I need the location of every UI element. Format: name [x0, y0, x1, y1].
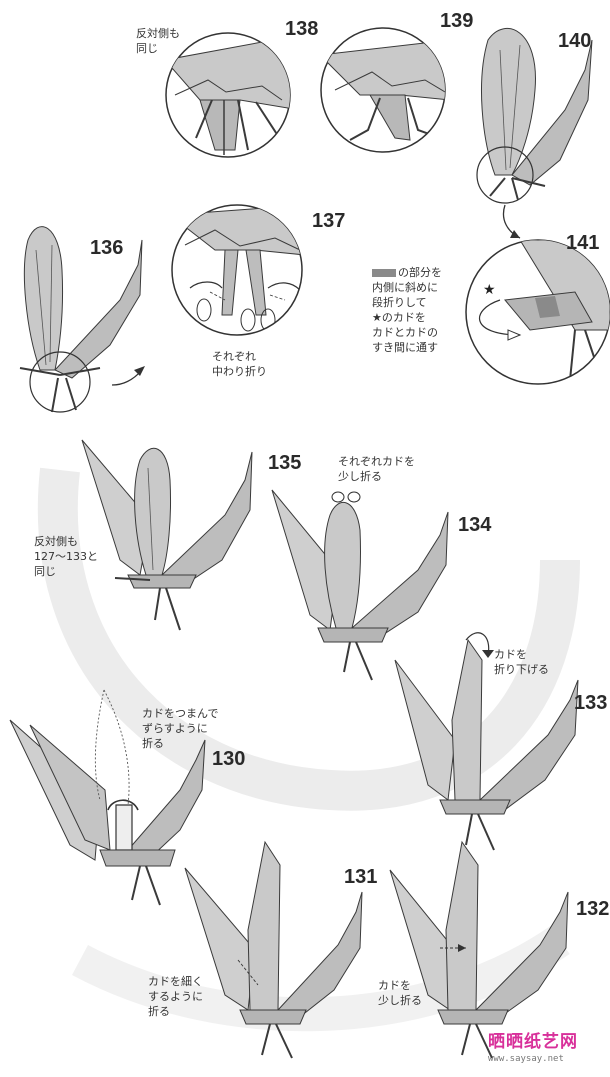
note-step-130: カドをつまんで ずらすように 折る: [142, 707, 219, 750]
step-number-139: 139: [440, 10, 474, 32]
note-step-133: カドを 折り下げる: [494, 648, 549, 676]
step-139-figure: [320, 27, 446, 153]
step-137-figure: [171, 204, 303, 336]
note-step-141-text: の部分を 内側に斜めに 段折りして ★のカドを カドとカドの すき間に通す: [372, 266, 442, 354]
step-number-140: 140: [558, 30, 592, 52]
note-step-137: それぞれ 中わり折り: [212, 350, 267, 378]
step-number-131: 131: [344, 866, 378, 888]
watermark-logo: 晒晒纸艺网 www.saysay.net: [488, 1027, 604, 1064]
step-140-figure: [476, 28, 593, 204]
step-130-figure: [9, 689, 206, 906]
watermark-name: 晒晒纸艺网: [488, 1032, 578, 1052]
step-131-figure: [184, 840, 363, 1059]
step-number-135: 135: [268, 452, 302, 474]
step-number-138: 138: [285, 18, 319, 40]
note-step-131: カドを細く するように 折る: [148, 975, 203, 1018]
step-number-132: 132: [576, 898, 610, 920]
arrow-140-to-141-head: [510, 230, 520, 238]
step-134-figure: [271, 489, 449, 681]
watermark-url: www.saysay.net: [488, 1054, 564, 1064]
step-138-figure: [165, 32, 291, 158]
step-133-figure: [394, 632, 579, 851]
step-136-figure: [19, 226, 143, 413]
step-135-figure: [81, 439, 253, 631]
step-141-figure: ★: [465, 239, 610, 385]
background-swirl: [37, 467, 580, 811]
step-number-134: 134: [458, 514, 492, 536]
step-number-133: 133: [574, 692, 608, 714]
note-step-132: カドを 少し折る: [378, 979, 422, 1007]
note-step-134: それぞれカドを 少し折る: [338, 455, 415, 483]
step-number-136: 136: [90, 237, 124, 259]
step-number-130: 130: [212, 748, 246, 770]
background-swirl-2: [72, 926, 570, 1032]
shaded-area-swatch: [372, 269, 396, 277]
svg-text:★: ★: [483, 282, 496, 298]
step-132-figure: [389, 840, 569, 1059]
note-step-138: 反対側も 同じ: [136, 27, 180, 55]
note-step-141: の部分を 内側に斜めに 段折りして ★のカドを カドとカドの すき間に通す: [372, 265, 442, 355]
step-number-141: 141: [566, 232, 600, 254]
step-number-137: 137: [312, 210, 346, 232]
arrow-140-to-141: [502, 204, 521, 239]
note-step-135: 反対側も 127〜133と 同じ: [34, 535, 98, 578]
arrow-136-to-137-head: [134, 366, 145, 376]
